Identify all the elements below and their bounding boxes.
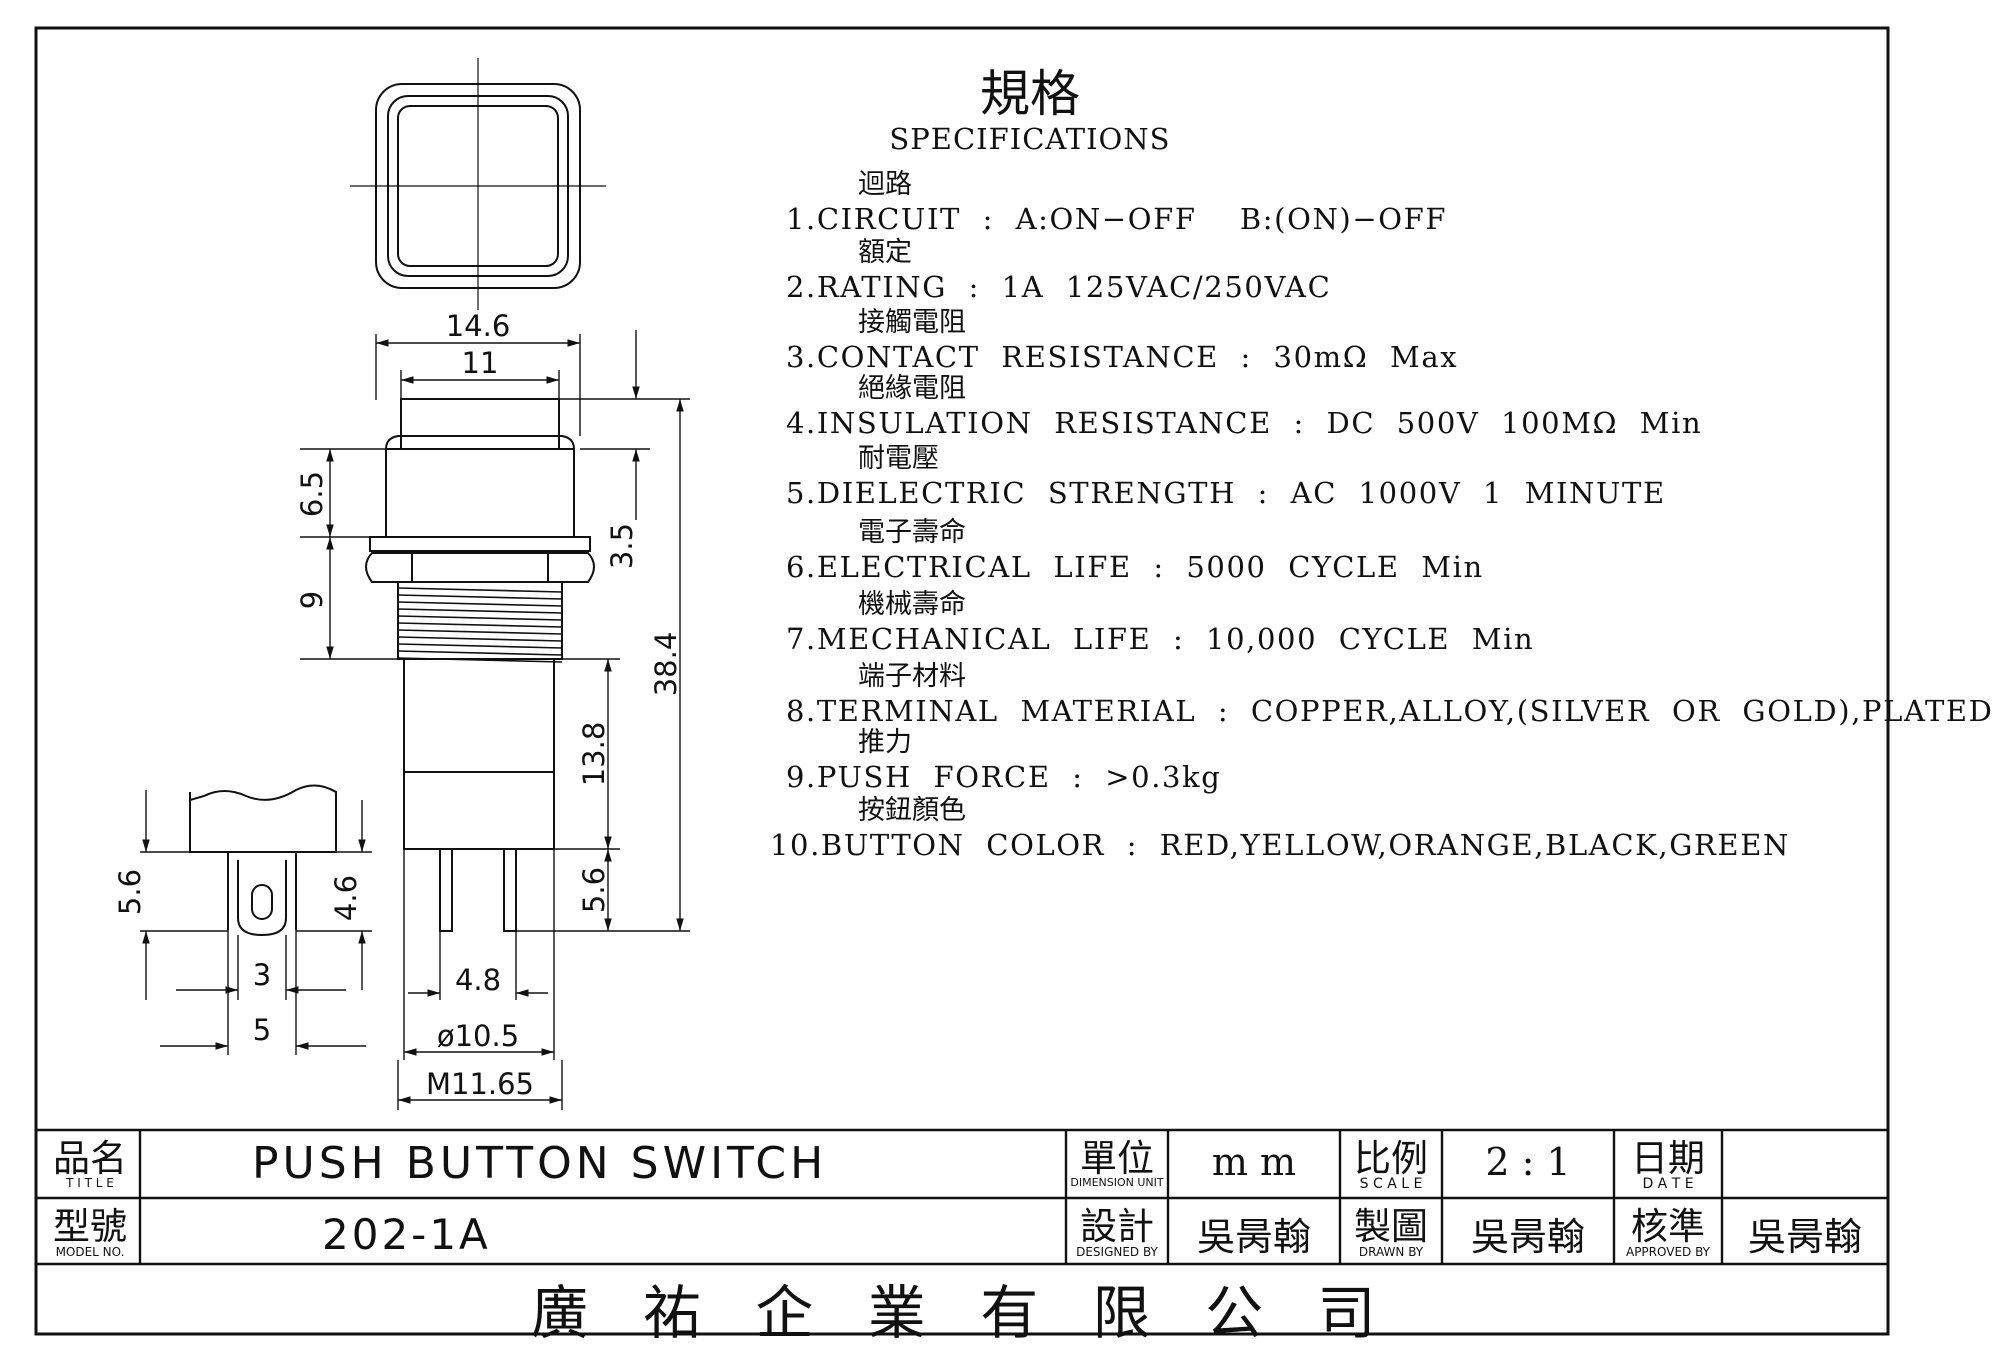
thread-hatching xyxy=(397,587,563,663)
unit-value: m m xyxy=(1211,1140,1297,1184)
thread-line xyxy=(397,629,563,635)
spec-item-text: 3.CONTACT RESISTANCE : 30mΩ Max xyxy=(786,340,1459,374)
unit-label-zh: 單位 xyxy=(1080,1137,1154,1180)
dim-6-5: 6.5 xyxy=(295,471,329,517)
unit-label-en: DIMENSION UNIT xyxy=(1070,1176,1164,1189)
thread-line xyxy=(397,650,563,656)
spec-item-zh: 迴路 xyxy=(858,169,912,200)
spec-item-text: 6.ELECTRICAL LIFE : 5000 CYCLE Min xyxy=(786,550,1484,584)
dim-11: 11 xyxy=(462,346,499,380)
date-label-en: D A T E xyxy=(1642,1176,1694,1192)
spec-item-zh: 按鈕顏色 xyxy=(858,795,966,826)
approved-label-en: APPROVED BY xyxy=(1625,1245,1710,1259)
dim-5: 5 xyxy=(253,1013,271,1047)
title-value: PUSH BUTTON SWITCH xyxy=(252,1138,828,1189)
frame-border xyxy=(34,26,1890,1336)
designed-label-zh: 設計 xyxy=(1080,1205,1154,1248)
approved-value: 吳昺翰 xyxy=(1747,1215,1862,1259)
dimension-lines xyxy=(140,330,690,1110)
spec-item-text: 5.DIELECTRIC STRENGTH : AC 1000V 1 MINUT… xyxy=(786,476,1666,510)
spec-item-text: 10.BUTTON COLOR : RED,YELLOW,ORANGE,BLAC… xyxy=(770,828,1790,862)
spec-item-text: 4.INSULATION RESISTANCE : DC 500V 100MΩ … xyxy=(786,406,1703,440)
dim-3: 3 xyxy=(253,958,271,992)
top-view xyxy=(350,58,606,310)
model-label-en: MODEL NO. xyxy=(55,1245,125,1259)
dim-9: 9 xyxy=(295,591,329,609)
spec-title-en: SPECIFICATIONS xyxy=(889,122,1171,156)
model-label-zh: 型號 xyxy=(53,1205,127,1248)
scale-value: 2 : 1 xyxy=(1485,1140,1571,1184)
spec-item-text: 2.RATING : 1A 125VAC/250VAC xyxy=(786,270,1332,304)
company-name: 廣 祐 企 業 有 限 公 司 xyxy=(530,1279,1394,1347)
spec-title-zh: 規格 xyxy=(980,65,1080,123)
technical-drawing: 14.6 11 6.5 9 3.5 38.4 13.8 5.6 4.8 ø10.… xyxy=(34,26,1890,1336)
spec-item-text: 1.CIRCUIT : A:ON−OFF B:(ON)−OFF xyxy=(786,202,1448,236)
drawn-value: 吳昺翰 xyxy=(1470,1215,1585,1259)
spec-item-zh: 接觸電阻 xyxy=(858,307,966,338)
thread-line xyxy=(397,636,563,642)
thread-line xyxy=(397,657,563,663)
dim-4-8: 4.8 xyxy=(455,963,501,997)
scale-label-en: S C A L E xyxy=(1359,1176,1423,1192)
dim-3-5: 3.5 xyxy=(605,523,639,569)
title-label-en: T I T L E xyxy=(66,1176,114,1190)
drawn-label-en: DRAWN BY xyxy=(1358,1245,1424,1259)
dim-diameter-10-5: ø10.5 xyxy=(437,1019,519,1053)
side-view xyxy=(365,398,595,932)
spec-item-zh: 額定 xyxy=(858,237,912,268)
thread-line xyxy=(397,615,563,621)
spec-heading: 規格 SPECIFICATIONS xyxy=(860,66,1200,156)
dim-14-6: 14.6 xyxy=(446,309,511,343)
title-label-zh: 品名 xyxy=(53,1137,127,1180)
drawing-sheet: 14.6 11 6.5 9 3.5 38.4 13.8 5.6 4.8 ø10.… xyxy=(34,26,1992,1347)
scale-label-zh: 比例 xyxy=(1354,1137,1428,1180)
thread-line xyxy=(397,587,563,593)
dim-38-4: 38.4 xyxy=(649,632,683,697)
spec-item-zh: 電子壽命 xyxy=(858,517,966,548)
spec-item-text: 8.TERMINAL MATERIAL : COPPER,ALLOY,(SILV… xyxy=(786,694,1994,728)
dim-13-8: 13.8 xyxy=(577,722,611,787)
spec-item-text: 9.PUSH FORCE : >0.3kg xyxy=(786,760,1222,794)
spec-item-zh: 推力 xyxy=(858,727,912,758)
thread-line xyxy=(397,608,563,614)
drawn-label-zh: 製圖 xyxy=(1354,1205,1428,1248)
thread-line xyxy=(397,622,563,628)
thread-line xyxy=(397,643,563,649)
spec-item-zh: 絕緣電阻 xyxy=(858,373,966,404)
dim-m11-65: M11.65 xyxy=(426,1067,534,1101)
dim-4-6: 4.6 xyxy=(329,875,363,921)
title-block-grid xyxy=(36,1128,1888,1266)
date-label-zh: 日期 xyxy=(1631,1137,1705,1180)
approved-label-zh: 核準 xyxy=(1631,1205,1705,1248)
spec-item-zh: 機械壽命 xyxy=(858,589,966,620)
spec-item-zh: 端子材料 xyxy=(858,661,966,692)
thread-line xyxy=(397,594,563,600)
designed-value: 吳昺翰 xyxy=(1196,1215,1311,1259)
thread-line xyxy=(397,601,563,607)
designed-label-en: DESIGNED BY xyxy=(1076,1245,1158,1259)
spec-item-text: 7.MECHANICAL LIFE : 10,000 CYCLE Min xyxy=(786,622,1535,656)
model-value: 202-1A xyxy=(322,1210,491,1259)
spec-item-zh: 耐電壓 xyxy=(858,443,939,474)
terminal-detail xyxy=(189,784,337,937)
dim-5-6-right: 5.6 xyxy=(577,867,611,913)
dim-5-6-left: 5.6 xyxy=(113,869,147,915)
